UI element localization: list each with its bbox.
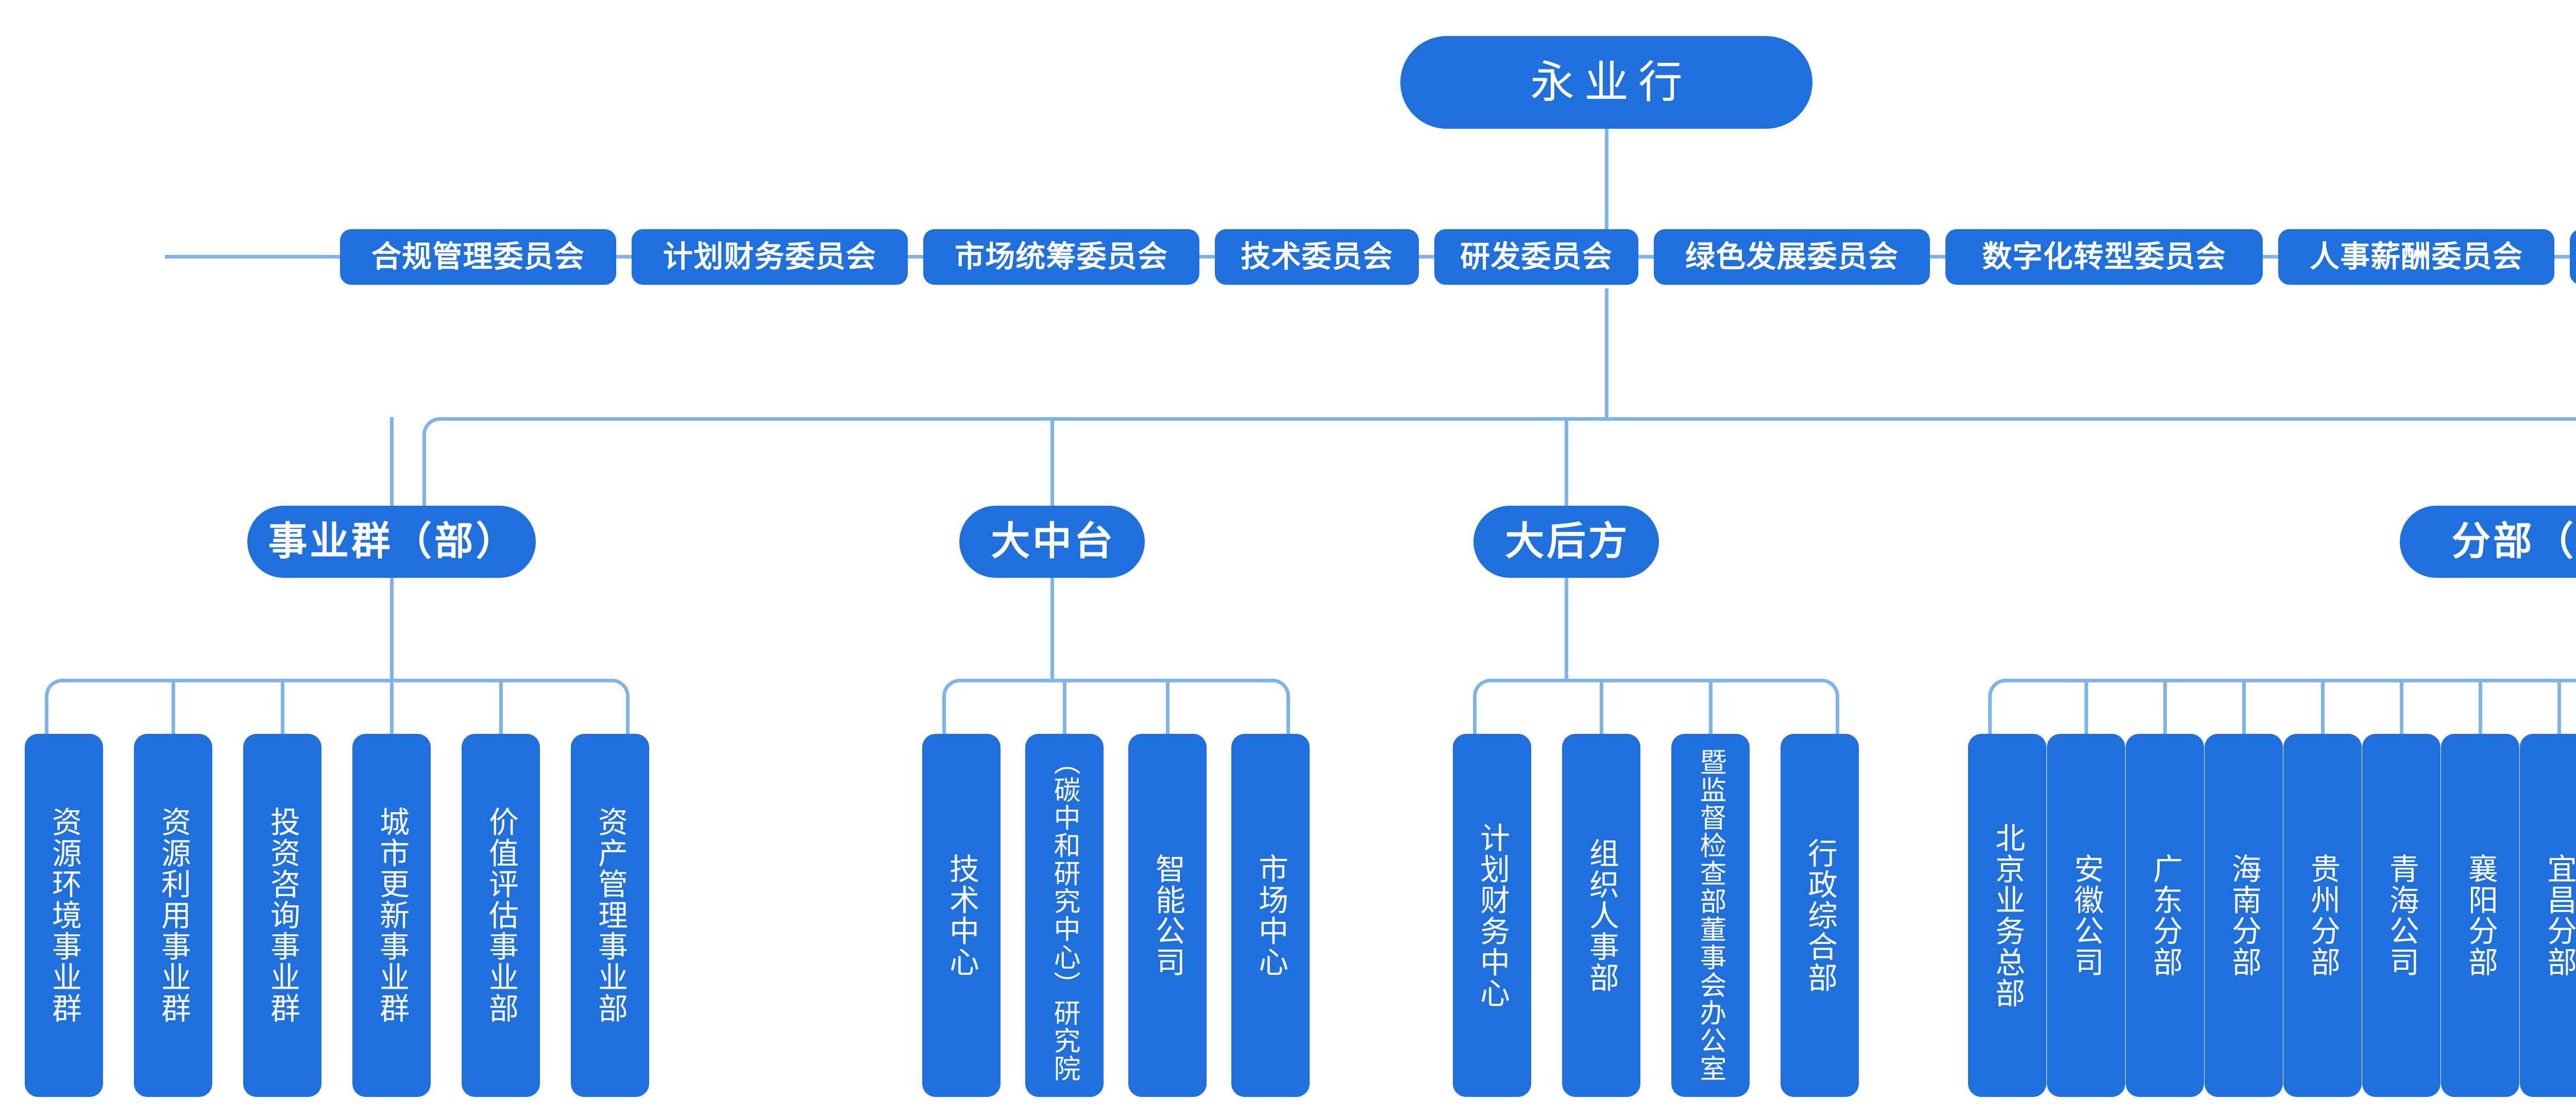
leaf-drop-2-2 <box>1063 679 1066 738</box>
group-stem-1 <box>390 578 394 679</box>
leaf-1-3[interactable]: 投资咨询事业群 <box>243 734 321 1097</box>
leaf-3-1[interactable]: 计划财务中心 <box>1453 734 1531 1097</box>
group-header-2[interactable]: 大中台 <box>959 506 1145 578</box>
leaf-label: 技术中心 <box>945 853 978 978</box>
trunk-root-to-committee <box>1605 129 1608 257</box>
leaf-bus-elbow-left-2 <box>942 679 963 738</box>
leaf-3-2[interactable]: 组织人事部 <box>1562 734 1640 1097</box>
committee-3[interactable]: 市场统筹委员会 <box>923 229 1199 285</box>
leaf-label: 计划财务中心 <box>1476 822 1509 1009</box>
leaf-drop-1-3 <box>281 679 284 738</box>
leaf-drop-4-6 <box>2400 679 2403 738</box>
leaf-label: 襄阳分部 <box>2464 853 2497 978</box>
leaf-bus-elbow-right-3 <box>1818 679 1839 738</box>
leaf-drop-4-2 <box>2084 679 2088 738</box>
leaf-drop-1-2 <box>172 679 175 738</box>
leaf-label: 海南分部 <box>2227 853 2261 978</box>
committee-1[interactable]: 合规管理委员会 <box>340 229 616 285</box>
committee-7[interactable]: 数字化转型委员会 <box>1945 229 2263 285</box>
leaf-3-4[interactable]: 行政综合部 <box>1781 734 1859 1097</box>
leaf-4-5[interactable]: 贵州分部 <box>2283 734 2362 1097</box>
leaf-label-secondary: 暨监督检查部 <box>1696 748 1725 916</box>
leaf-label: 投资咨询事业群 <box>266 806 299 1024</box>
leaf-label: 市场中心 <box>1254 853 1287 978</box>
leaf-drop-3-2 <box>1600 679 1603 738</box>
leaf-label: 行政综合部 <box>1803 837 1837 993</box>
leaf-label-primary: 研究院 <box>1049 999 1079 1082</box>
leaf-bus-line-3 <box>1490 679 1818 682</box>
leaf-3-3[interactable]: 暨监督检查部 董事会办公室 <box>1671 734 1750 1097</box>
leaf-1-6[interactable]: 资产管理事业部 <box>571 734 649 1097</box>
leaf-label-secondary: （碳中和研究中心） <box>1049 748 1079 999</box>
leaf-label: 北京业务总部 <box>1991 822 2024 1009</box>
leaf-label: 组织人事部 <box>1585 837 1618 993</box>
leaf-drop-4-3 <box>2163 679 2167 738</box>
group-header-1[interactable]: 事业群（部） <box>247 506 536 578</box>
committee-4[interactable]: 技术委员会 <box>1215 229 1419 285</box>
committee-5[interactable]: 研发委员会 <box>1434 229 1638 285</box>
committee-8[interactable]: 人事薪酬委员会 <box>2278 229 2554 285</box>
leaf-drop-4-4 <box>2242 679 2246 738</box>
committee-2[interactable]: 计划财务委员会 <box>632 229 908 285</box>
committee-9[interactable]: 综合品牌委员会 <box>2570 229 2576 285</box>
leaf-2-3[interactable]: 智能公司 <box>1128 734 1207 1097</box>
leaf-1-4[interactable]: 城市更新事业群 <box>352 734 431 1097</box>
leaf-bus-elbow-left-4 <box>1988 679 2009 738</box>
leaf-1-5[interactable]: 价值评估事业部 <box>462 734 540 1097</box>
leaf-bus-line-2 <box>960 679 1269 682</box>
leaf-bus-elbow-right-1 <box>608 679 630 738</box>
group-drop-1 <box>390 417 394 506</box>
leaf-drop-1-4 <box>390 679 394 738</box>
leaf-drop-4-8 <box>2557 679 2561 738</box>
committee-6[interactable]: 绿色发展委员会 <box>1654 229 1930 285</box>
leaf-bus-elbow-right-2 <box>1269 679 1290 738</box>
leaf-1-2[interactable]: 资源利用事业群 <box>134 734 212 1097</box>
leaf-bus-elbow-left-3 <box>1473 679 1494 738</box>
leaf-1-1[interactable]: 资源环境事业群 <box>25 734 103 1097</box>
group-bus-elbow-left <box>422 417 453 525</box>
leaf-label: 资源利用事业群 <box>157 806 190 1024</box>
leaf-bus-line-1 <box>62 679 608 682</box>
leaf-2-1[interactable]: 技术中心 <box>922 734 1001 1097</box>
leaf-bus-line-4 <box>2006 679 2576 682</box>
leaf-4-3[interactable]: 广东分部 <box>2126 734 2204 1097</box>
leaf-drop-4-7 <box>2479 679 2482 738</box>
leaf-label: 宜昌分部 <box>2543 853 2576 978</box>
leaf-4-8[interactable]: 宜昌分部 <box>2520 734 2576 1097</box>
trunk-committee-to-groups <box>1605 288 1608 417</box>
group-header-4[interactable]: 分部（分公司） <box>2400 506 2576 578</box>
leaf-4-7[interactable]: 襄阳分部 <box>2441 734 2519 1097</box>
leaf-4-4[interactable]: 海南分部 <box>2205 734 2283 1097</box>
leaf-2-2[interactable]: （碳中和研究中心） 研究院 <box>1025 734 1104 1097</box>
leaf-drop-4-5 <box>2321 679 2325 738</box>
leaf-label: 城市更新事业群 <box>375 806 409 1024</box>
leaf-label: 青海公司 <box>2385 853 2418 978</box>
leaf-4-2[interactable]: 安徽公司 <box>2047 734 2125 1097</box>
leaf-4-6[interactable]: 青海公司 <box>2362 734 2441 1097</box>
leaf-label: 广东分部 <box>2148 853 2182 978</box>
leaf-drop-2-3 <box>1166 679 1170 738</box>
group-header-3[interactable]: 大后方 <box>1473 506 1659 578</box>
group-drop-2 <box>1050 417 1054 506</box>
leaf-label: 贵州分部 <box>2306 853 2340 978</box>
leaf-4-1[interactable]: 北京业务总部 <box>1968 734 2046 1097</box>
leaf-label: 安徽公司 <box>2070 853 2103 978</box>
leaf-drop-1-5 <box>499 679 503 738</box>
leaf-bus-elbow-left-1 <box>45 679 66 738</box>
leaf-drop-3-3 <box>1709 679 1713 738</box>
root-node-yongyehang[interactable]: 永业行 <box>1400 36 1812 129</box>
group-bus-line <box>450 417 2576 421</box>
group-stem-2 <box>1050 578 1054 679</box>
leaf-label: 资产管理事业部 <box>594 806 627 1024</box>
leaf-label: 资源环境事业群 <box>47 806 81 1024</box>
group-stem-3 <box>1565 578 1568 679</box>
leaf-2-4[interactable]: 市场中心 <box>1231 734 1310 1097</box>
leaf-label: 价值评估事业部 <box>484 806 518 1024</box>
leaf-label: 智能公司 <box>1151 853 1184 978</box>
group-drop-3 <box>1565 417 1568 506</box>
leaf-label-primary: 董事会办公室 <box>1696 915 1725 1082</box>
